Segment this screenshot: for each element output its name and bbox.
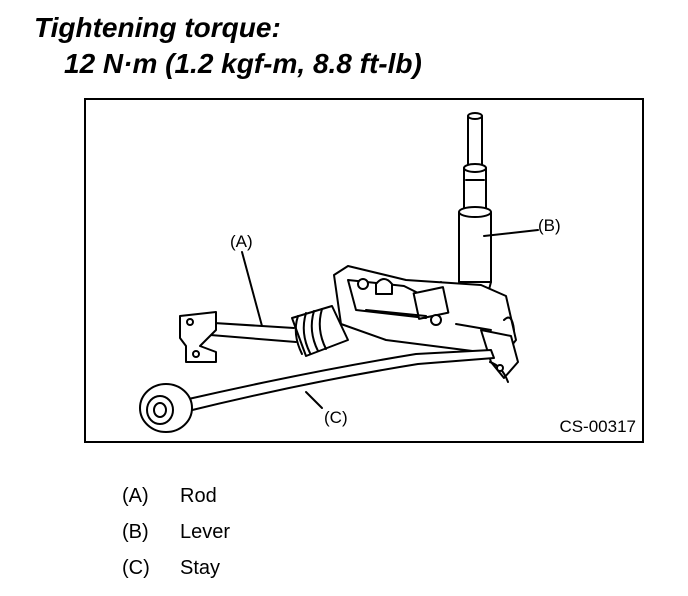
stay-c-drawing (139, 349, 495, 433)
shift-linkage-figure: (A) (B) (C) CS-00317 (84, 98, 644, 443)
legend-key: (B) (122, 520, 149, 543)
legend-label: Rod (180, 484, 217, 507)
lever-b-drawing (428, 112, 492, 321)
torque-title: Tightening torque: (34, 12, 281, 43)
legend-row-a: (A) Rod (122, 478, 230, 514)
legend-row-c: (C) Stay (122, 550, 230, 586)
parts-legend: (A) Rod (B) Lever (C) Stay (122, 478, 230, 586)
housing-drawing (333, 265, 519, 383)
torque-value: 12 N·m (1.2 kgf-m, 8.8 ft-lb) (64, 48, 422, 79)
legend-label: Lever (180, 520, 231, 543)
legend-key: (A) (122, 484, 149, 507)
callout-c: (C) (324, 408, 348, 427)
callout-b: (B) (538, 216, 561, 235)
leader-c (305, 391, 323, 409)
callout-a: (A) (230, 232, 253, 251)
figure-code: CS-00317 (559, 417, 636, 436)
rod-a-drawing (179, 311, 297, 363)
boot-drawing (291, 305, 349, 357)
leader-a (241, 251, 263, 327)
legend-row-b: (B) Lever (122, 514, 230, 550)
leader-b (483, 229, 539, 237)
legend-key: (C) (122, 556, 150, 579)
legend-label: Stay (180, 556, 221, 579)
shift-linkage-illustration (139, 112, 539, 433)
